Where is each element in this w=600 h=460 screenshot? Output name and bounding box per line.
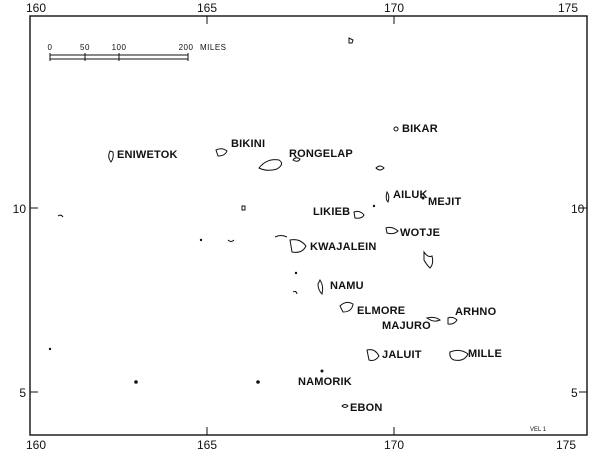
bottom-longitude-label-170: 170 xyxy=(384,438,404,452)
atoll-outline xyxy=(292,157,301,162)
island-rongelap: RONGELAP xyxy=(258,148,353,171)
map-credit: VEL 1 xyxy=(530,427,547,433)
island-label: KWAJALEIN xyxy=(310,241,377,253)
islet-dot xyxy=(134,380,138,384)
island-label: ENIWETOK xyxy=(117,149,178,161)
island-label: JALUIT xyxy=(382,349,422,361)
scale-tick-200: 200 xyxy=(179,43,194,52)
islet-dot xyxy=(294,271,298,275)
atoll-speck xyxy=(57,214,64,218)
atoll-speck xyxy=(241,205,246,211)
islet-dot xyxy=(48,347,52,351)
island-label: EBON xyxy=(350,402,383,414)
scale-bar: 0 50 100 200 MILES xyxy=(48,43,227,61)
island-ebon: EBON xyxy=(341,402,383,414)
top-longitude-label-160: 160 xyxy=(26,1,46,15)
scale-tick-100: 100 xyxy=(112,43,127,52)
atoll-outline xyxy=(317,279,324,295)
island-label: WOTJE xyxy=(400,227,440,239)
island-bikar: BIKAR xyxy=(393,123,438,135)
island-kwajalein: KWAJALEIN xyxy=(289,239,377,253)
atoll-outline xyxy=(393,126,399,132)
scale-tick-50: 50 xyxy=(80,43,90,52)
small-islets xyxy=(48,204,376,384)
atoll-outline xyxy=(425,316,441,322)
island-namu: NAMU xyxy=(317,279,364,295)
top-longitude-label-175: 175 xyxy=(558,1,578,15)
unlabeled-islands xyxy=(57,37,434,295)
island-majuro: MAJURO xyxy=(382,316,441,332)
atoll-speck xyxy=(227,239,235,242)
island-wotje: WOTJE xyxy=(385,226,440,239)
island-jaluit: JALUIT xyxy=(366,349,422,361)
island-label: MEJIT xyxy=(428,196,461,208)
island-label: LIKIEB xyxy=(313,206,350,218)
atoll-outline xyxy=(320,369,324,373)
atoll-outline xyxy=(385,190,390,203)
northern-atoll xyxy=(348,37,354,44)
island-arhno: ARHNO xyxy=(447,306,497,325)
top-longitude-label-165: 165 xyxy=(197,1,217,15)
atoll-outline xyxy=(353,210,365,219)
atoll-outline xyxy=(215,148,228,157)
atoll-outline xyxy=(449,349,469,361)
island-label: NAMU xyxy=(330,280,364,292)
island-likieb: LIKIEB xyxy=(313,206,365,219)
island-elmore: ELMORE xyxy=(339,301,405,317)
island-label: MILLE xyxy=(468,348,502,360)
atoll-outline xyxy=(108,150,114,163)
scale-tick-0: 0 xyxy=(48,43,53,52)
island-label: BIKINI xyxy=(231,138,265,150)
atoll-outline xyxy=(366,349,380,361)
bottom-longitude-label-175: 175 xyxy=(556,438,576,452)
atoll-speck xyxy=(292,290,298,295)
atoll-outline xyxy=(289,239,307,253)
top-longitude-label-170: 170 xyxy=(384,1,404,15)
island-label: ARHNO xyxy=(455,306,497,318)
island-label: ELMORE xyxy=(357,305,405,317)
bottom-longitude-label-160: 160 xyxy=(26,438,46,452)
atoll-speck xyxy=(274,235,288,238)
frame-ticks xyxy=(30,16,587,435)
island-mejit: MEJIT xyxy=(421,196,461,208)
island-namorik: NAMORIK xyxy=(298,369,352,388)
islet-dot xyxy=(256,380,260,384)
islet-dot xyxy=(199,238,203,242)
atoll-speck xyxy=(423,250,434,269)
map-frame xyxy=(29,15,588,436)
island-label: RONGELAP xyxy=(289,148,353,160)
atoll-outline xyxy=(339,301,354,313)
left-latitude-label-10: 10 xyxy=(13,202,27,216)
atoll-outline xyxy=(447,316,458,325)
island-bikini: BIKINI xyxy=(215,138,265,157)
atoll-outline xyxy=(385,226,399,235)
island-label: BIKAR xyxy=(402,123,438,135)
island-mille: MILLE xyxy=(449,348,502,361)
left-latitude-label-5: 5 xyxy=(19,386,26,400)
right-latitude-label-5: 5 xyxy=(571,386,578,400)
island-label: AILUK xyxy=(393,189,428,201)
island-label: MAJURO xyxy=(382,320,431,332)
atoll-outline xyxy=(341,404,349,408)
scale-unit: MILES xyxy=(200,43,227,52)
bottom-longitude-label-165: 165 xyxy=(197,438,217,452)
island-ailuk: AILUK xyxy=(385,189,428,203)
right-latitude-label-10: 10 xyxy=(571,202,585,216)
island-eniwetok: ENIWETOK xyxy=(108,149,178,163)
atoll-outline xyxy=(258,159,283,171)
atoll-speck xyxy=(375,165,385,171)
islet-dot xyxy=(372,204,376,208)
atoll-outline xyxy=(421,196,425,200)
island-label: NAMORIK xyxy=(298,376,352,388)
